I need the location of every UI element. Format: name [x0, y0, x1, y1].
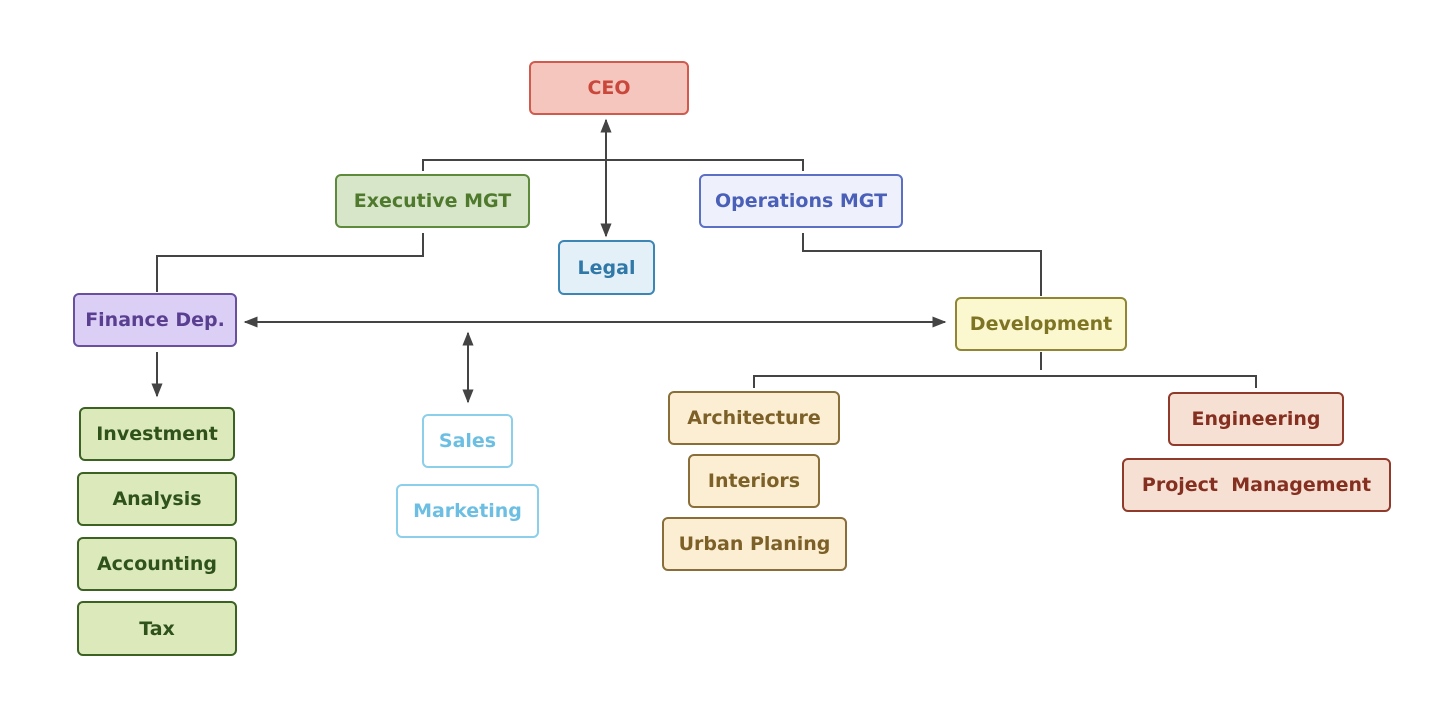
sales-box: Sales: [422, 414, 513, 468]
tax-box: Tax: [77, 601, 237, 656]
finance-dep-box: Finance Dep.: [73, 293, 237, 347]
engineering-box: Engineering: [1168, 392, 1344, 446]
ceo-box: CEO: [529, 61, 689, 115]
development-box: Development: [955, 297, 1127, 351]
urban-planing-box: Urban Planing: [662, 517, 847, 571]
investment-box: Investment: [79, 407, 235, 461]
project-management-box: Project Management: [1122, 458, 1391, 512]
accounting-box: Accounting: [77, 537, 237, 591]
development-bracket: [753, 375, 1257, 388]
legal-box: Legal: [558, 240, 655, 295]
interiors-box: Interiors: [688, 454, 820, 508]
marketing-box: Marketing: [396, 484, 539, 538]
operations-mgt-box: Operations MGT: [699, 174, 903, 228]
analysis-box: Analysis: [77, 472, 237, 526]
executive-finance-connector: [156, 233, 424, 292]
executive-mgt-box: Executive MGT: [335, 174, 530, 228]
management-bracket: [422, 159, 804, 171]
operations-development-connector: [802, 233, 1042, 296]
architecture-box: Architecture: [668, 391, 840, 445]
